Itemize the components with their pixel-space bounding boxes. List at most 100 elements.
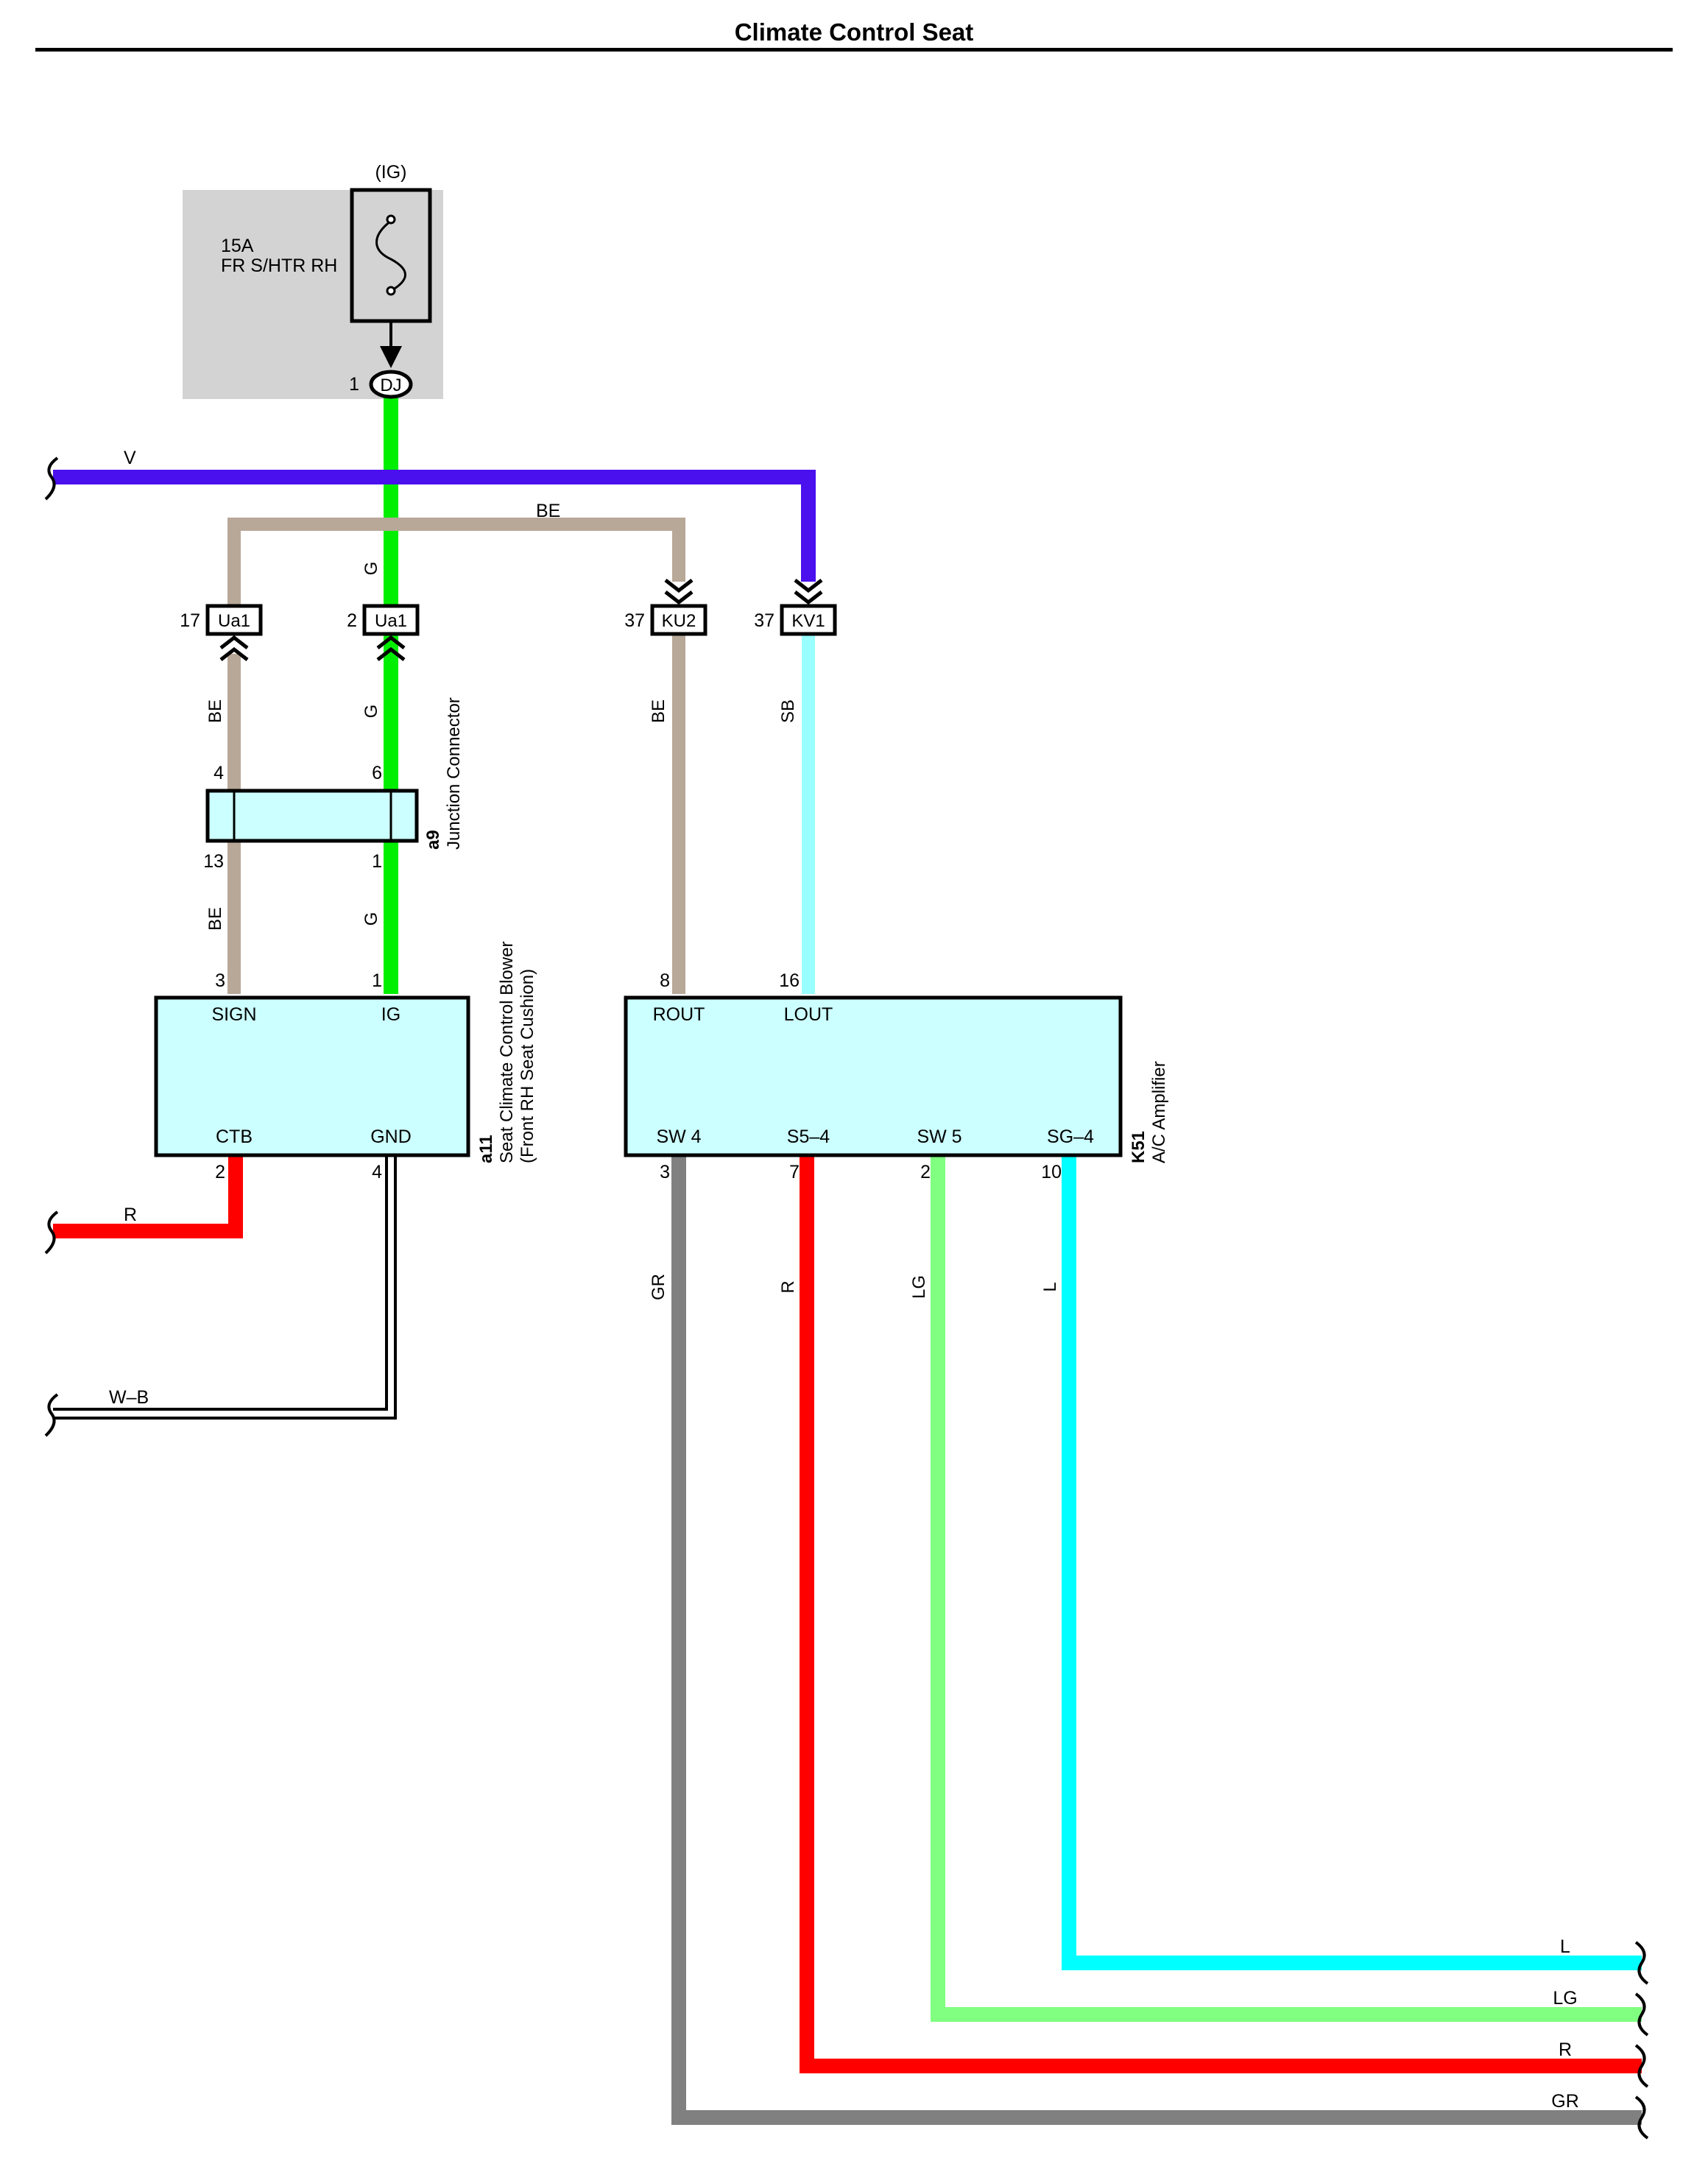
wire-label-g-2: G: [361, 705, 381, 719]
connector-id: KV1: [791, 611, 825, 631]
wire-r-s54: [800, 1149, 1642, 2073]
blower-name-line1: Seat Climate Control Blower: [497, 942, 517, 1163]
amplifier-body: [624, 995, 1123, 1157]
wire-label-gr-vert: GR: [649, 1274, 668, 1300]
junction-body: [205, 789, 419, 843]
connector-dj-id: DJ: [380, 375, 401, 395]
fuse-icon: [375, 219, 406, 292]
blower-body: [154, 995, 470, 1157]
connector-box: [780, 604, 837, 636]
wire-label-be-3: BE: [205, 907, 225, 931]
connector-chevron-up-icon: [219, 635, 249, 661]
break-r-icon: [44, 1210, 59, 1255]
wire-breaks: [44, 456, 1649, 2140]
junction-code: a9: [423, 830, 443, 850]
connector-ua1-17: Ua1 17: [180, 604, 263, 661]
amplifier-pin: 7: [789, 1162, 800, 1182]
wire-label-l-end: L: [1560, 1936, 1570, 1957]
wire-label-g-1: G: [361, 562, 381, 576]
junction-pin: 13: [203, 851, 224, 872]
blower-pin: 3: [215, 970, 225, 991]
amplifier-pin: 16: [779, 970, 800, 991]
wire-label-lg-end: LG: [1553, 1988, 1577, 2009]
blower-terminal-ig: IG: [381, 1004, 400, 1025]
wire-label-l-vert: L: [1040, 1282, 1060, 1291]
connector-pin: 2: [347, 610, 357, 631]
page-title: Climate Control Seat: [735, 18, 974, 46]
fuse-rating: 15A: [221, 236, 254, 256]
break-gr-icon: [1634, 2095, 1649, 2140]
wire-wb-outer: [53, 1149, 397, 1420]
connector-id: Ua1: [375, 611, 407, 631]
connector-chevron-down-icon: [794, 579, 823, 605]
wire-label-r-end: R: [1559, 2039, 1572, 2060]
amplifier-terminal-s54: S5–4: [787, 1126, 830, 1147]
connector-ku2: KU2 37: [624, 579, 707, 636]
fuse-panel: [183, 190, 443, 399]
amplifier-terminal-rout: ROUT: [653, 1004, 705, 1025]
wire-label-gr-end: GR: [1551, 2091, 1579, 2112]
amplifier-pin: 10: [1041, 1162, 1062, 1182]
amplifier-name: A/C Amplifier: [1149, 1061, 1169, 1163]
connector-pin: 37: [624, 610, 645, 631]
blower-terminal-gnd: GND: [370, 1126, 412, 1147]
break-l-icon: [1634, 1941, 1649, 1985]
blower-terminal-ctb: CTB: [216, 1126, 253, 1147]
amplifier-terminal-sw5: SW 5: [917, 1126, 961, 1147]
wires: [53, 395, 1642, 2125]
wire-gr: [671, 1149, 1642, 2125]
wire-label-sb: SB: [778, 699, 798, 723]
amplifier-terminal-sg4: SG–4: [1047, 1126, 1094, 1147]
connector-box: [650, 604, 707, 636]
wire-label-be: BE: [536, 501, 560, 521]
connector-box: [205, 604, 263, 636]
blower-pin: 2: [215, 1162, 225, 1182]
connector-pin: 37: [754, 610, 774, 631]
break-v-icon: [44, 456, 59, 501]
wire-be-top: [227, 518, 685, 622]
wire-label-be-1: BE: [205, 699, 225, 723]
blower-component: 3 1 SIGN IG CTB GND 2 4 a11 Seat Climate…: [154, 942, 537, 1182]
wire-label-v: V: [124, 448, 136, 468]
connector-id: KU2: [662, 611, 696, 631]
wire-label-r-vert: R: [778, 1280, 798, 1293]
fuse-terminal-bottom: [386, 286, 396, 296]
wire-wb-inner: [53, 1149, 394, 1417]
wire-label-g-3: G: [361, 912, 381, 926]
wire-label-wb: W–B: [109, 1387, 149, 1408]
fuse-arrow-icon: [380, 346, 402, 368]
wire-label-be-2: BE: [649, 699, 668, 723]
blower-terminal-sign: SIGN: [211, 1004, 256, 1025]
connector-id: Ua1: [218, 611, 250, 631]
connector-kv1: KV1 37: [754, 579, 837, 636]
junction-connector: 4 6 13 1 a9 Junction Connector: [203, 697, 464, 872]
junction-pin: 4: [214, 763, 224, 783]
amplifier-pin: 8: [660, 970, 670, 991]
amplifier-pin: 2: [920, 1162, 931, 1182]
break-wb-icon: [44, 1393, 59, 1437]
wire-label-r-left: R: [124, 1205, 137, 1225]
wire-r-ctb: [53, 1149, 243, 1238]
amplifier-component: 8 16 ROUT LOUT SW 4 S5–4 SW 5 SG–4 3 7 2…: [624, 970, 1169, 1182]
fuse-terminal-top: [386, 214, 396, 225]
junction-pin: 6: [372, 763, 382, 783]
title-rule: [35, 48, 1673, 52]
blower-pin: 1: [372, 970, 382, 991]
junction-pin: 1: [372, 851, 382, 872]
fuse-supply-label: (IG): [375, 162, 406, 183]
amplifier-pin: 3: [660, 1162, 670, 1182]
amplifier-code: K51: [1129, 1131, 1148, 1163]
blower-pin: 4: [372, 1162, 382, 1182]
junction-name: Junction Connector: [444, 697, 464, 850]
connector-dj-oval: [369, 370, 413, 399]
connector-chevron-up-icon: [376, 635, 406, 661]
connector-ua1-2: Ua1 2: [347, 604, 420, 661]
connector-pin: 17: [180, 610, 200, 631]
wire-lg: [931, 1149, 1642, 2022]
break-lg-icon: [1634, 1992, 1649, 2037]
blower-code: a11: [476, 1135, 496, 1163]
connector-dj: DJ: [369, 370, 413, 399]
wire-label-lg-vert: LG: [909, 1275, 929, 1299]
connector-box: [362, 604, 420, 636]
